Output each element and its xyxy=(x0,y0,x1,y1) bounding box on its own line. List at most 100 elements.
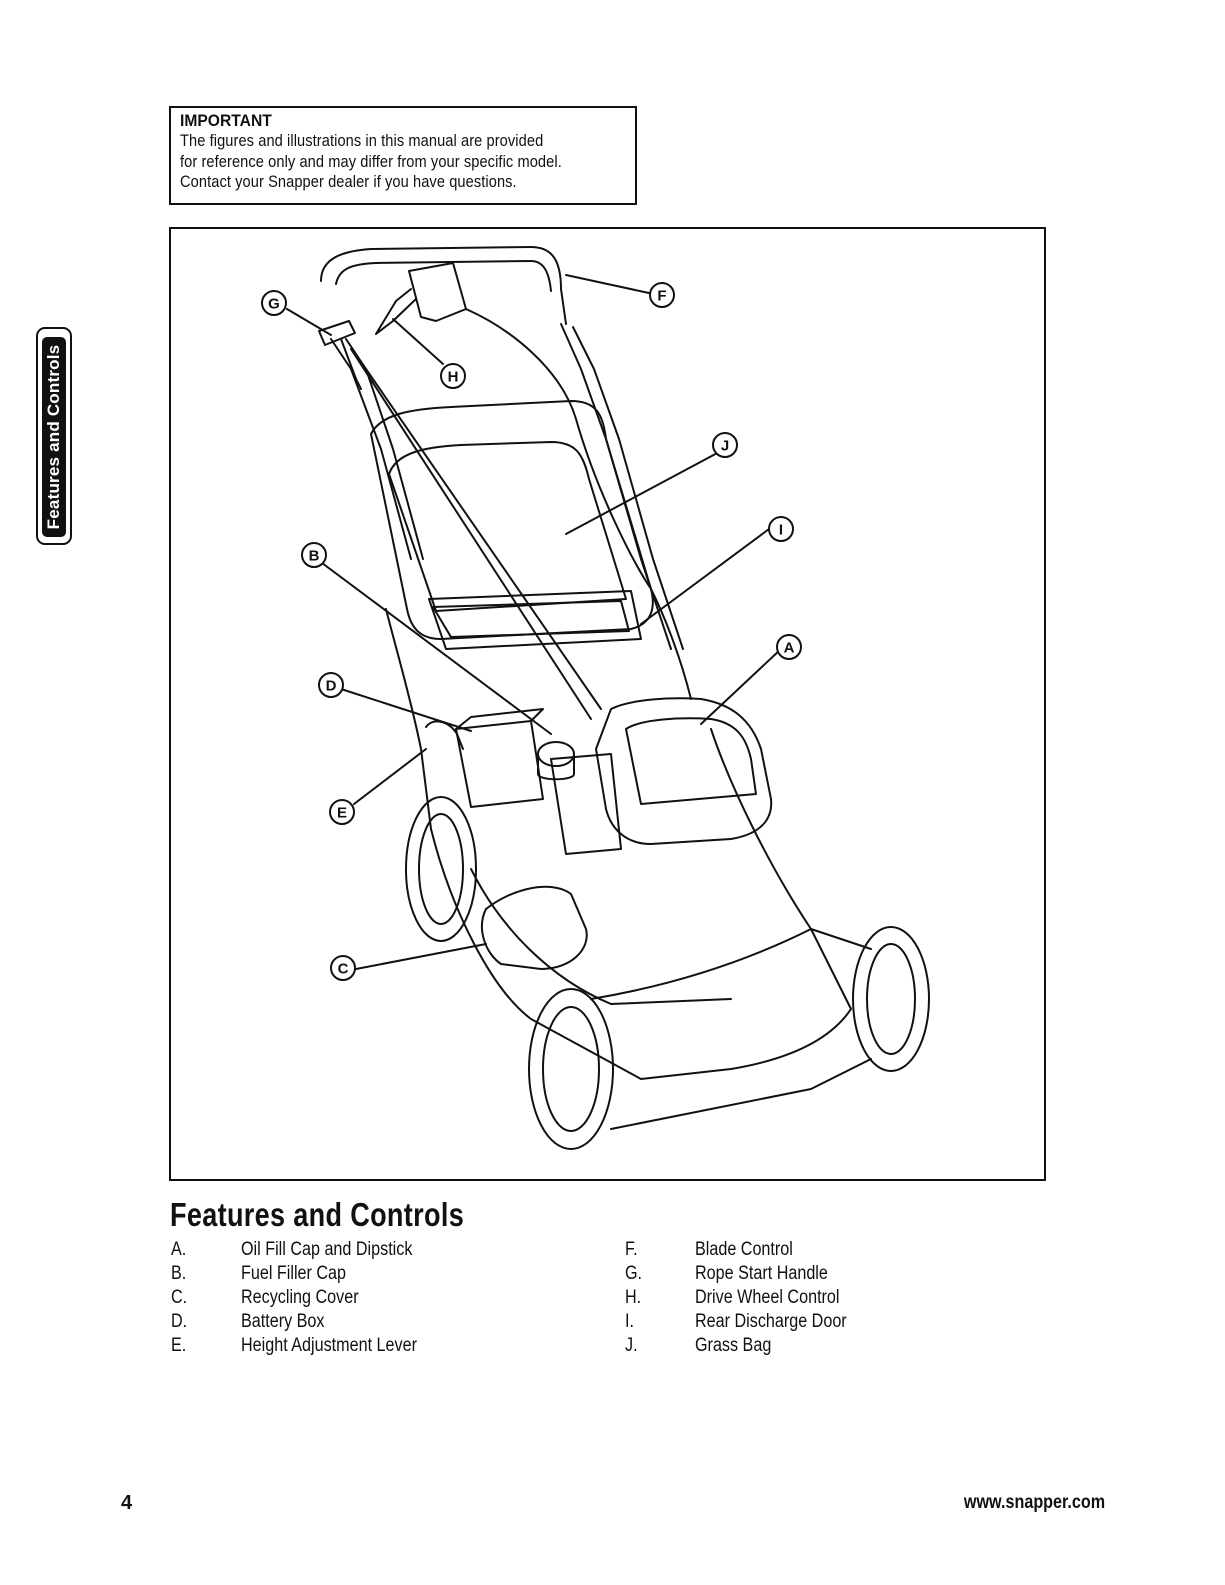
legend-item: D. Battery Box xyxy=(171,1310,571,1334)
legend-letter: H. xyxy=(625,1287,642,1308)
legend-letter: E. xyxy=(171,1335,187,1356)
website-url[interactable]: www.snapper.com xyxy=(963,1492,1105,1513)
legend-letter: B. xyxy=(171,1263,187,1284)
battery-box xyxy=(455,720,544,808)
front-left-wheel xyxy=(528,988,614,1150)
callout-a-circle xyxy=(776,634,802,660)
legend-letter: D. xyxy=(171,1311,188,1332)
legend-letter: I. xyxy=(625,1311,634,1332)
legend-letter: J. xyxy=(625,1335,638,1356)
handle-top-inner xyxy=(335,260,552,292)
legend-label: Oil Fill Cap and Dipstick xyxy=(241,1239,413,1260)
section-title: Features and Controls xyxy=(170,1196,465,1233)
callout-i: I xyxy=(779,522,783,539)
height-adjustment-lever xyxy=(425,720,464,750)
leader-j xyxy=(565,450,722,535)
callout-i-circle xyxy=(768,516,794,542)
legend-item: I. Rear Discharge Door xyxy=(625,1310,1025,1334)
legend-label: Battery Box xyxy=(241,1311,325,1332)
handle-right-tube-inner xyxy=(572,326,684,650)
legend-label: Recycling Cover xyxy=(241,1287,359,1308)
legend-item: A. Oil Fill Cap and Dipstick xyxy=(171,1238,571,1262)
legend-letter: F. xyxy=(625,1239,638,1260)
page-number: 4 xyxy=(121,1492,133,1514)
callout-d-circle xyxy=(318,672,344,698)
important-line-2: for reference only and may differ from y… xyxy=(180,151,562,171)
callout-f-circle xyxy=(649,282,675,308)
legend-item: B. Fuel Filler Cap xyxy=(171,1262,571,1286)
legend-item: J. Grass Bag xyxy=(625,1334,1025,1358)
legend-item: H. Drive Wheel Control xyxy=(625,1286,1025,1310)
leader-d xyxy=(340,688,472,732)
callout-g-circle xyxy=(261,290,287,316)
legend-letter: C. xyxy=(171,1287,188,1308)
callout-f: F xyxy=(657,288,666,305)
callout-j-circle xyxy=(712,432,738,458)
rear-discharge-door-inner xyxy=(432,600,630,638)
recycling-cover xyxy=(481,885,588,970)
leader-a xyxy=(700,648,782,725)
important-line-3: Contact your Snapper dealer if you have … xyxy=(180,172,517,191)
leader-h xyxy=(392,318,444,365)
callout-e-circle xyxy=(329,799,355,825)
legend-label: Rope Start Handle xyxy=(695,1263,828,1284)
leader-f xyxy=(565,274,650,294)
important-line-1: The figures and illustrations in this ma… xyxy=(180,131,544,150)
legend-label: Grass Bag xyxy=(695,1335,772,1356)
callout-b-circle xyxy=(301,542,327,568)
callout-h: H xyxy=(448,369,459,386)
legend-item: E. Height Adjustment Lever xyxy=(171,1334,571,1358)
section-side-tab: Features and Controls xyxy=(36,327,72,545)
deck-front-edge xyxy=(470,868,732,1005)
callout-h-circle xyxy=(440,363,466,389)
legend-item: G. Rope Start Handle xyxy=(625,1262,1025,1286)
rope-start-handle xyxy=(318,320,356,346)
callout-e: E xyxy=(337,805,347,822)
rope-line xyxy=(350,348,592,720)
legend-label: Blade Control xyxy=(695,1239,793,1260)
engine-block xyxy=(550,753,622,855)
legend-label: Drive Wheel Control xyxy=(695,1287,840,1308)
battery-box-top xyxy=(455,708,544,730)
handle-left-tube-inner xyxy=(345,338,424,560)
legend-letter: A. xyxy=(171,1239,187,1260)
fuel-filler-neck xyxy=(537,753,575,781)
mower-illustration: G F H J I A B D E C xyxy=(261,246,930,1150)
mower-deck xyxy=(385,608,852,1080)
deck-front-bumper xyxy=(610,1058,872,1130)
callout-j: J xyxy=(721,438,729,455)
callout-a: A xyxy=(784,640,795,657)
callout-c-circle xyxy=(330,955,356,981)
leader-i xyxy=(640,528,770,625)
important-notice: IMPORTANT The figures and illustrations … xyxy=(169,106,637,205)
legend-label: Height Adjustment Lever xyxy=(241,1335,417,1356)
callout-g: G xyxy=(268,296,280,313)
section-side-tab-label: Features and Controls xyxy=(44,344,63,530)
legend-item: F. Blade Control xyxy=(625,1238,1025,1262)
leader-b xyxy=(321,562,552,735)
callout-d: D xyxy=(326,678,337,695)
rope-line-upper xyxy=(340,338,362,390)
rope-cable xyxy=(365,368,602,710)
rear-left-wheel xyxy=(405,796,477,942)
grass-bag-frame xyxy=(370,400,654,640)
legend-label: Fuel Filler Cap xyxy=(241,1263,347,1284)
leader-e xyxy=(353,748,427,805)
leader-g xyxy=(286,308,332,336)
front-right-wheel-hub xyxy=(866,943,916,1055)
front-left-wheel-hub xyxy=(542,1006,600,1132)
handle-left-tube xyxy=(330,338,412,560)
section-side-tab-fill: Features and Controls xyxy=(42,337,66,537)
legend-left-column: A. Oil Fill Cap and Dipstick B. Fuel Fil… xyxy=(171,1238,571,1358)
callout-b: B xyxy=(309,548,320,565)
rear-left-wheel-hub xyxy=(418,813,464,925)
control-cable xyxy=(465,308,692,700)
callout-c: C xyxy=(338,961,349,978)
mower-figure: G F H J I A B D E C xyxy=(169,227,1046,1181)
grass-bag-body xyxy=(388,441,627,612)
engine-shroud xyxy=(625,717,757,805)
legend-item: C. Recycling Cover xyxy=(171,1286,571,1310)
deck-front-skirt xyxy=(590,928,872,1000)
legend-letter: G. xyxy=(625,1263,643,1284)
blade-control-box xyxy=(408,262,467,322)
